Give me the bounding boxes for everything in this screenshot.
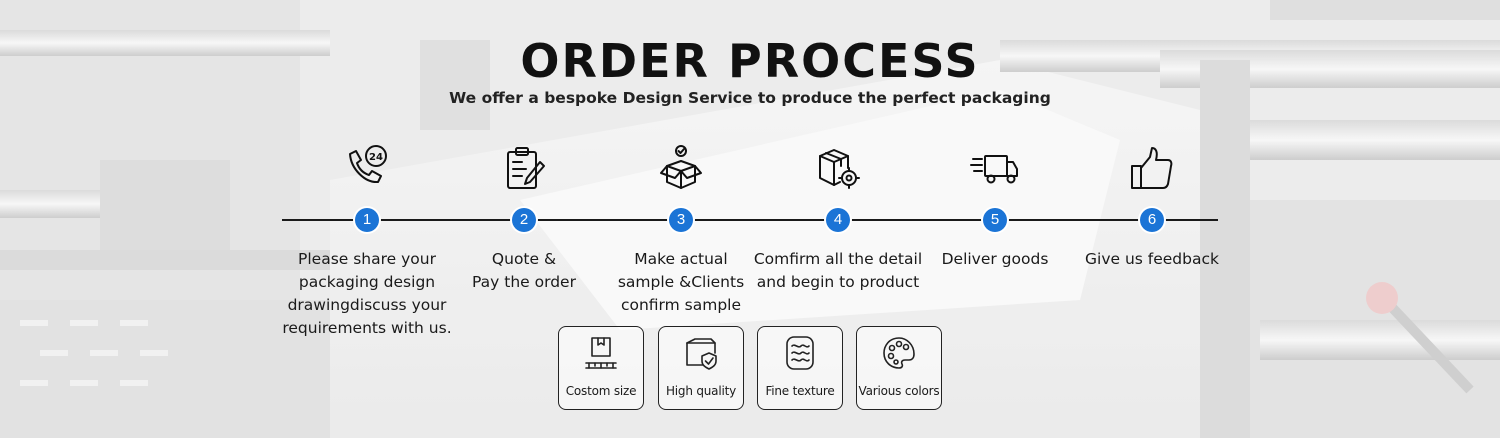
feature-label: Costom size (565, 384, 637, 398)
feature-various-colors: Various colors (856, 326, 942, 410)
open-box-check-icon (660, 145, 702, 189)
step-description: Give us feedback (1085, 250, 1219, 268)
step-description: Comfirm all the detail and begin to prod… (753, 250, 923, 291)
step-description: Deliver goods (941, 250, 1049, 268)
thumbs-up-icon (1131, 147, 1173, 189)
page-subtitle: We offer a bespoke Design Service to pro… (449, 89, 1051, 107)
feature-fine-texture: Fine texture (757, 326, 843, 410)
delivery-truck-icon (970, 155, 1018, 184)
page-title: ORDER PROCESS (520, 34, 980, 88)
step-description: Quote & Pay the order (472, 250, 576, 291)
step-1: 24 1 Please share your packaging design … (267, 140, 467, 340)
custom-size-box-icon (585, 337, 617, 369)
color-palette-icon (883, 337, 915, 369)
texture-waves-icon (786, 336, 814, 370)
step-number: 6 (1140, 208, 1164, 232)
step-3: 3 Make actual sample &Clients confirm sa… (581, 140, 781, 340)
quality-shield-box-icon (686, 338, 717, 370)
svg-text:24: 24 (369, 152, 383, 163)
step-description: Make actual sample &Clients confirm samp… (617, 250, 745, 314)
step-5: 5 Deliver goods (895, 140, 1095, 340)
feature-label: High quality (665, 384, 737, 398)
box-gear-icon (819, 149, 860, 189)
feature-label: Fine texture (765, 384, 835, 398)
timeline-line (282, 219, 1218, 221)
feature-high-quality: High quality (658, 326, 744, 410)
step-number: 1 (355, 208, 379, 232)
step-number: 3 (669, 208, 693, 232)
step-number: 4 (826, 208, 850, 232)
clipboard-pen-icon (507, 147, 545, 189)
step-number: 2 (512, 208, 536, 232)
step-6: 6 Give us feedback (1052, 140, 1252, 340)
phone-24-icon: 24 (349, 145, 387, 184)
step-number: 5 (983, 208, 1007, 232)
feature-label: Various colors (858, 384, 940, 398)
step-description: Please share your packaging design drawi… (282, 250, 452, 337)
step-4: 4 Comfirm all the detail and begin to pr… (738, 140, 938, 340)
feature-custom-size: Costom size (558, 326, 644, 410)
step-2: 2 Quote & Pay the order (424, 140, 624, 340)
